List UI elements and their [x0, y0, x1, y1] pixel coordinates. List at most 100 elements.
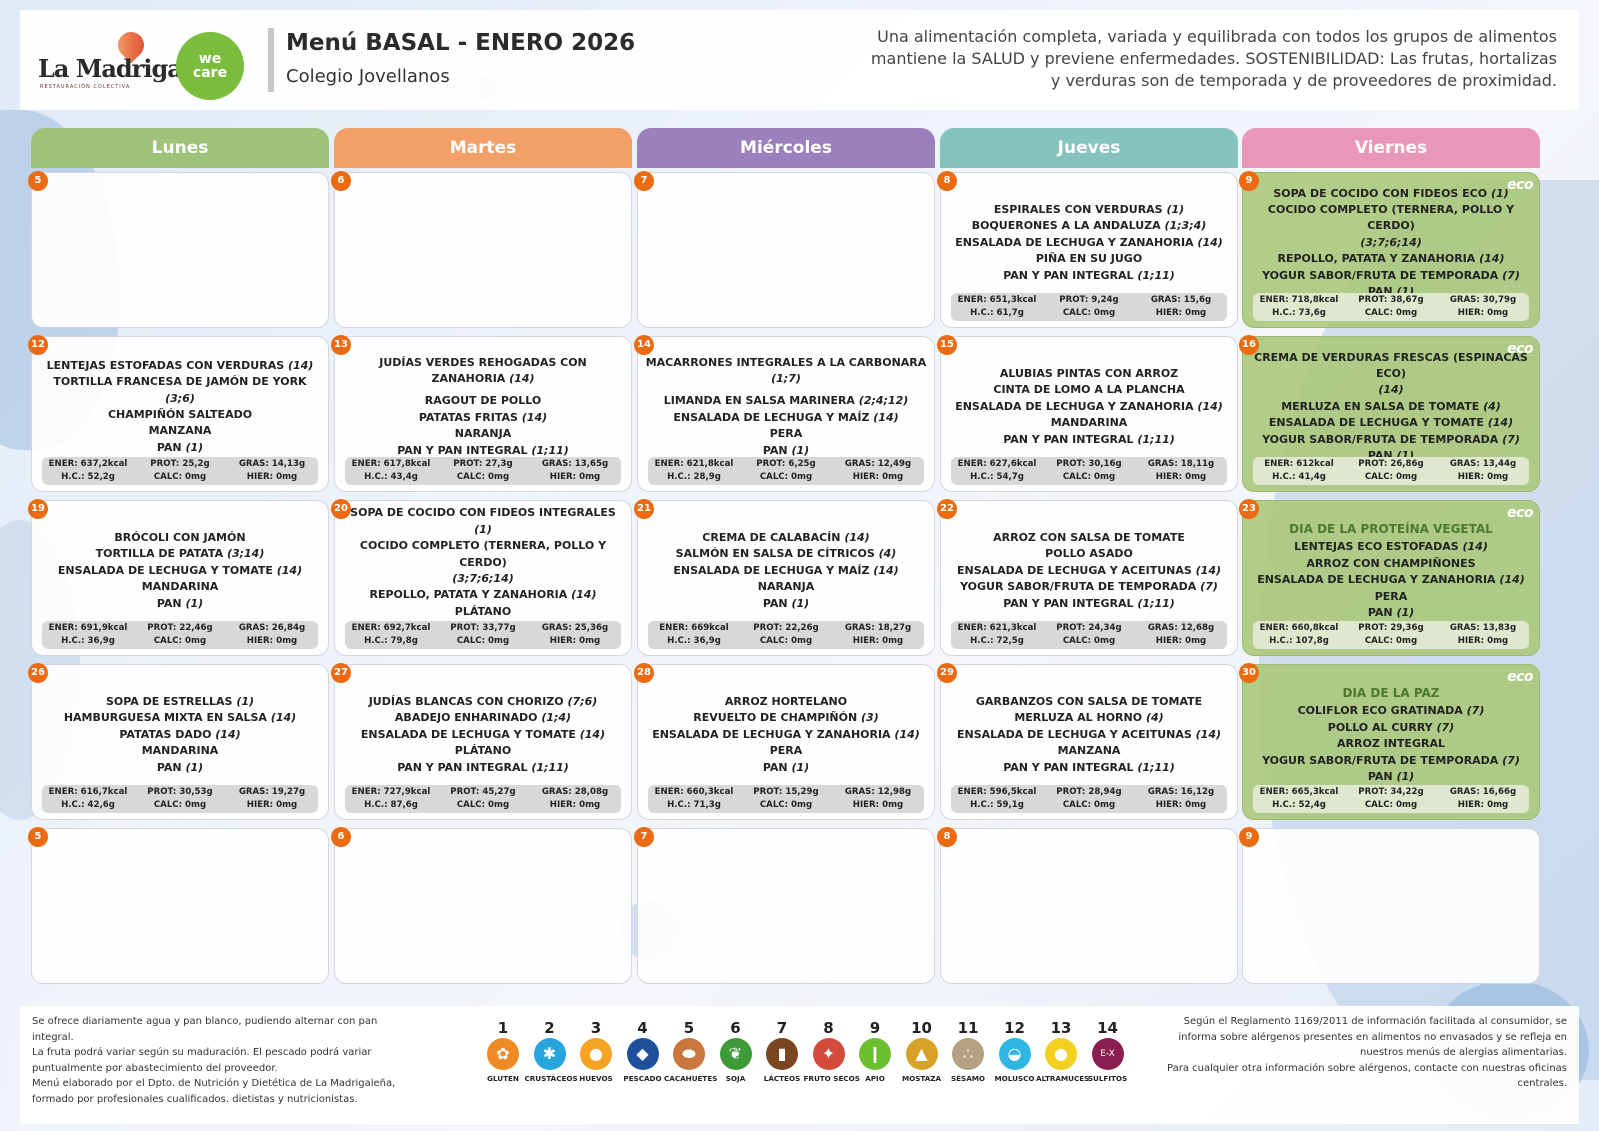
allergen-number: 13	[1050, 1019, 1072, 1037]
allergen-codes: (1;11)	[1137, 596, 1175, 610]
allergen-codes: (14)	[1197, 235, 1223, 249]
nutrition-value: HIER: 0mg	[549, 472, 601, 482]
dish-list: ESPIRALES CON VERDURAS (1)BOQUERONES A L…	[947, 191, 1231, 295]
allergen-name: PESCADO	[623, 1074, 662, 1083]
dish-list: SOPA DE ESTRELLAS (1)HAMBURGUESA MIXTA E…	[38, 683, 322, 787]
dish-item: COCIDO COMPLETO (TERNERA, POLLO Y CERDO)	[341, 538, 625, 571]
nutrition-value: CALC: 0mg	[153, 800, 207, 810]
day-number-badge: 9	[1239, 171, 1259, 191]
allergen-codes: (14)	[287, 358, 314, 372]
dish-item: COCIDO COMPLETO (TERNERA, POLLO Y CERDO)	[1249, 202, 1533, 235]
nutrition-value: CALC: 0mg	[1062, 308, 1116, 318]
day-number-badge: 23	[1239, 499, 1259, 519]
nutrition-value: H.C.: 28,9g	[667, 472, 721, 482]
nutrition-value: PROT: 22,46g	[147, 623, 213, 633]
dish-name: PERA	[769, 427, 803, 441]
nutrition-value: PROT: 29,36g	[1358, 623, 1424, 633]
nutrition-value: GRAS: 16,12g	[1147, 787, 1215, 797]
dish-item: PAN Y PAN INTEGRAL (1;11)	[397, 760, 569, 776]
allergen-number: 5	[683, 1019, 695, 1037]
nutrition-value: HIER: 0mg	[246, 800, 298, 810]
dish-name: SOPA DE ESTRELLAS	[105, 694, 233, 708]
nutrition-value: H.C.: 71,3g	[667, 800, 721, 810]
allergen-codes: (14)	[1487, 416, 1514, 430]
nutrition-value: CALC: 0mg	[759, 636, 813, 646]
allergen-name: FRUTO SECOS	[803, 1074, 860, 1083]
dish-item: (14)	[1378, 382, 1403, 398]
nutrition-value: CALC: 0mg	[1364, 472, 1418, 482]
allergen-name: APIO	[865, 1074, 885, 1083]
day-number-badge: 12	[28, 335, 48, 355]
allergen-codes: (1;7)	[771, 372, 801, 386]
dish-list	[644, 847, 928, 951]
allergen-number: 1	[497, 1019, 509, 1037]
dish-list: SOPA DE COCIDO CON FIDEOS ECO (1)COCIDO …	[1249, 187, 1533, 298]
nutrition-value: CALC: 0mg	[759, 800, 813, 810]
allergen-number: 8	[823, 1019, 834, 1037]
footer-right-line: nuestros menús de alergias alimentarias.	[1359, 1047, 1567, 1058]
allergen-codes: (14)	[579, 727, 606, 741]
allergen-codes: (14)	[1195, 563, 1222, 577]
crab-icon: ✱	[533, 1038, 566, 1070]
dish-name: ARROZ INTEGRAL	[1337, 737, 1445, 751]
nutrition-value: CALC: 0mg	[456, 800, 510, 810]
footer-left-line: Se ofrece diariamente agua y pan blanco,…	[32, 1016, 378, 1043]
nutrition-value: H.C.: 72,5g	[970, 636, 1024, 646]
dish-list: SOPA DE COCIDO CON FIDEOS INTEGRALES (1)…	[341, 506, 625, 634]
nutrition-value: PROT: 24,34g	[1056, 623, 1122, 633]
nutrition-value: GRAS: 13,65g	[541, 459, 609, 469]
dish-item: ENSALADA DE LECHUGA Y ZANAHORIA (14)	[955, 399, 1223, 415]
allergen-number: 11	[957, 1019, 979, 1037]
nutrition-value: GRAS: 15,6g	[1150, 295, 1212, 305]
dish-name: MANZANA	[1057, 744, 1121, 758]
footer-left-note: Se ofrece diariamente agua y pan blanco,…	[32, 1014, 422, 1107]
allergen-codes: (1)	[791, 760, 810, 774]
dish-name: GARBANZOS CON SALSA DE TOMATE	[975, 694, 1203, 708]
nutrition-value: ENER: 617,8kcal	[351, 459, 431, 469]
dish-name: PAN	[762, 596, 788, 610]
dish-item: (3;7;6;14)	[452, 571, 514, 587]
allergen-codes: (14)	[873, 410, 899, 424]
dish-name: MANDARINA	[1050, 416, 1128, 430]
dish-list	[644, 191, 928, 295]
allergen-name: ALTRAMUCES	[1036, 1074, 1090, 1083]
dish-item: REVUELTO DE CHAMPIÑÓN (3)	[693, 710, 879, 726]
dish-list: JUDÍAS VERDES REHOGADAS CON ZANAHORIA (1…	[341, 355, 625, 459]
nutrition-value: PROT: 15,29g	[753, 787, 819, 797]
dish-item: PLÁTANO	[455, 604, 511, 620]
celery-icon: ❙	[859, 1038, 891, 1070]
weekday-header-1: Lunes	[31, 128, 329, 168]
eco-badge: eco	[1507, 669, 1533, 685]
dish-item: YOGUR SABOR/FRUTA DE TEMPORADA (7)	[1262, 268, 1520, 284]
dish-item: SOPA DE COCIDO CON FIDEOS ECO (1)	[1273, 186, 1508, 202]
nutrition-value: ENER: 660,3kcal	[654, 787, 734, 797]
footer-left-line: Menú elaborado por el Dpto. de Nutrición…	[32, 1078, 396, 1089]
menu-day-cell: 5	[28, 827, 329, 984]
day-number-badge: 5	[28, 827, 48, 847]
dish-item: YOGUR SABOR/FRUTA DE TEMPORADA (7)	[960, 579, 1218, 595]
allergen-codes: (14)	[1197, 399, 1223, 413]
footer-right-line: centrales.	[1517, 1078, 1567, 1089]
nutrition-value: HIER: 0mg	[1155, 800, 1207, 810]
dish-name: PERA	[769, 744, 803, 758]
nutrition-value: PROT: 6,25g	[756, 459, 816, 469]
dish-name: MANZANA	[148, 424, 212, 438]
nutrition-value: GRAS: 26,84g	[238, 623, 306, 633]
allergen-number: 3	[590, 1019, 602, 1037]
allergen-codes: (4)	[878, 547, 897, 561]
dish-item: ALUBIAS PINTAS CON ARROZ	[1000, 366, 1178, 382]
dish-name: PAN Y PAN INTEGRAL	[397, 443, 528, 457]
dish-name: ALUBIAS PINTAS CON ARROZ	[999, 366, 1179, 380]
nutrition-value: CALC: 0mg	[153, 636, 207, 646]
nutrition-value: CALC: 0mg	[456, 636, 510, 646]
allergen-codes: (7)	[1502, 432, 1520, 446]
day-number-badge: 8	[937, 827, 957, 847]
nutrition-value: ENER: 621,8kcal	[654, 459, 734, 469]
dish-name: CREMA DE CALABACÍN	[702, 530, 841, 544]
